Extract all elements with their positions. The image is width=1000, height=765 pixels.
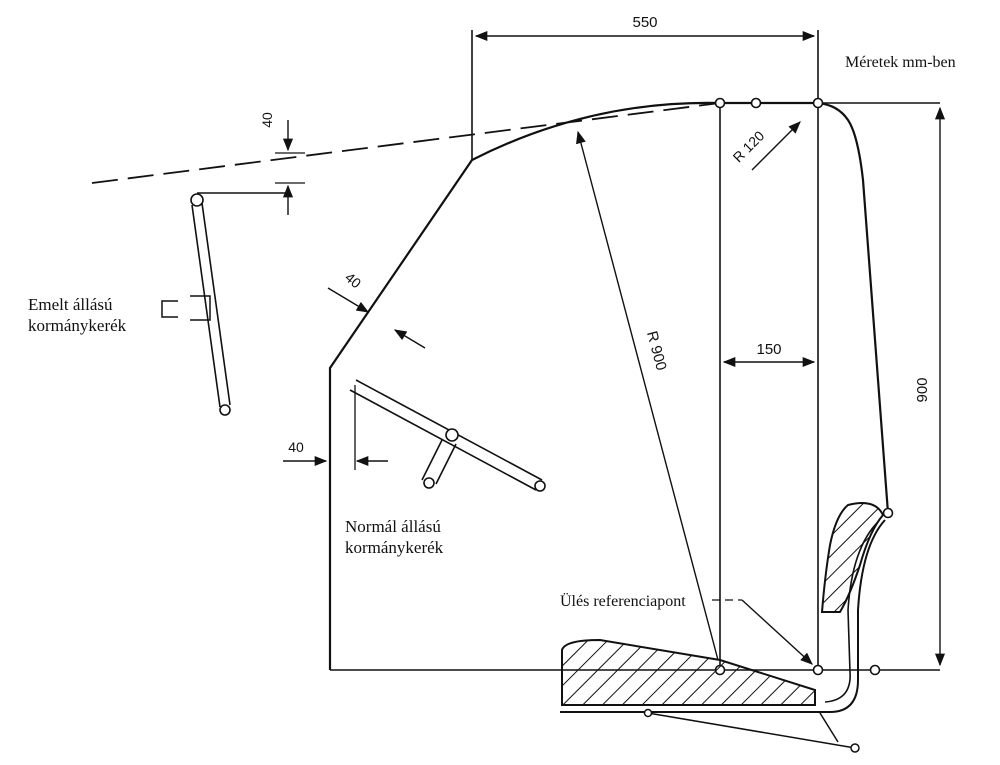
clearance-zone-outline — [328, 30, 940, 671]
raised-steering-wheel — [161, 192, 290, 416]
dimension-height-label: 900 — [914, 377, 931, 402]
seat-reference-label: Ülés referenciapont — [560, 592, 686, 610]
dimension-lower-clearance-label: 40 — [288, 439, 304, 455]
dimension-top-width: 550 — [474, 14, 816, 42]
dimension-diagonal-clearance: 40 — [327, 269, 426, 349]
dimension-inner-offset: 150 — [722, 341, 816, 368]
normal-wheel-label-line1: Normál állású — [345, 517, 441, 536]
dimension-lower-clearance: 40 — [283, 385, 388, 470]
raised-wheel-label-line1: Emelt állású — [28, 295, 113, 314]
normal-wheel-label-line2: kormánykerék — [345, 538, 444, 557]
seat — [560, 502, 886, 753]
dimension-diagonal-clearance-label: 40 — [342, 269, 364, 291]
radius-large: R 900 — [576, 130, 719, 661]
reference-points — [714, 97, 894, 676]
seat-backrest — [820, 502, 885, 613]
radius-small: R 120 — [730, 121, 801, 171]
dimension-inner-offset-label: 150 — [756, 341, 781, 358]
seat-reference-pointer — [712, 599, 813, 665]
seat-cushion — [561, 638, 816, 706]
dimension-height: 900 — [914, 106, 946, 667]
dimension-upper-clearance: 40 — [259, 112, 305, 215]
dimension-upper-clearance-label: 40 — [259, 112, 275, 128]
dashed-upper-boundary — [91, 102, 721, 184]
radius-large-label: R 900 — [643, 329, 670, 372]
raised-wheel-label-line2: kormánykerék — [28, 316, 127, 335]
dimension-top-width-label: 550 — [632, 14, 657, 31]
units-note: Méretek mm-ben — [845, 54, 956, 71]
normal-steering-wheel — [349, 379, 546, 492]
